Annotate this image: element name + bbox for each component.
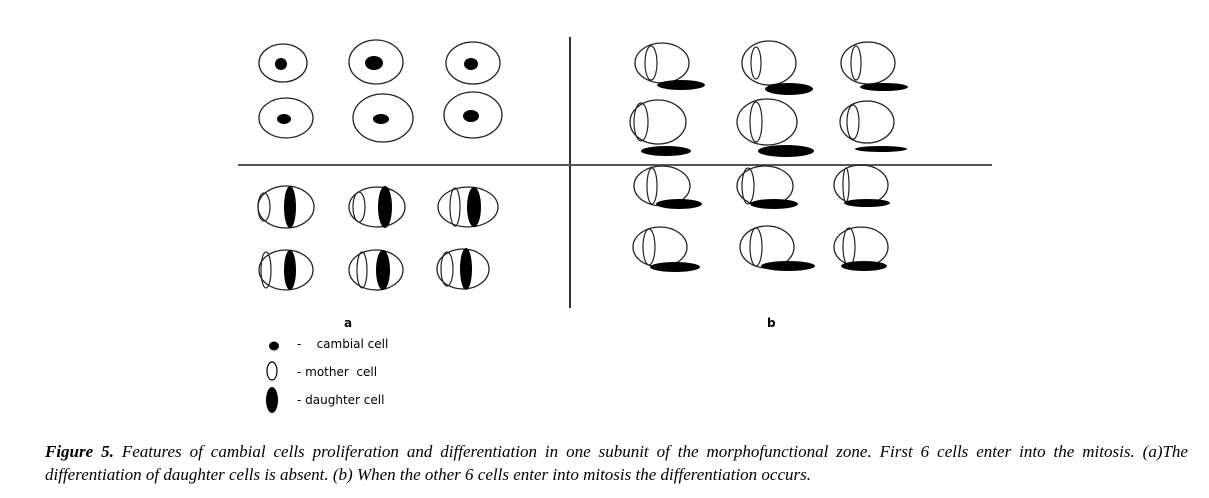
differentiating-cell (840, 41, 896, 85)
cell-diagram: a b - cambial cell - mother cell - daugh… (238, 37, 992, 413)
differentiating-cell (629, 99, 687, 145)
cambial-nucleus (463, 110, 479, 122)
differentiated-daughter-cell (641, 146, 691, 156)
cambial-cell (258, 97, 314, 139)
differentiated-daughter-cell (657, 80, 705, 90)
cambial-cell (258, 43, 308, 83)
mother-cell (257, 192, 271, 222)
daughter-cell (284, 186, 296, 228)
mother-cell-icon (266, 361, 278, 381)
differentiated-daughter-cell (750, 199, 798, 209)
cambial-cell (445, 41, 501, 85)
dividing-cell (258, 249, 314, 291)
differentiating-cell (634, 42, 690, 84)
daughter-cell (467, 187, 481, 227)
differentiated-daughter-cell (765, 83, 813, 95)
daughter-cell-icon (266, 387, 278, 413)
legend: - cambial cell - mother cell - daughter … (266, 337, 388, 413)
cambial-cell (348, 39, 404, 85)
cambial-cell (443, 91, 503, 139)
daughter-cell (376, 250, 390, 290)
differentiating-cell (632, 226, 688, 268)
cambial-nucleus (464, 58, 478, 70)
cambial-nucleus (373, 114, 389, 124)
daughter-cell (378, 186, 392, 228)
mother-cell (850, 45, 862, 81)
mother-cell (749, 227, 763, 267)
cambial-nucleus (365, 56, 383, 70)
differentiated-daughter-cell (761, 261, 815, 271)
mother-cell (449, 187, 461, 227)
mother-cell (846, 104, 860, 140)
caption-label: Figure 5. (45, 442, 114, 461)
mother-cell (440, 251, 454, 287)
mother-cell (633, 102, 649, 142)
dividing-cell (437, 186, 499, 228)
differentiated-daughter-cell (860, 83, 908, 91)
daughter-cell (284, 250, 296, 290)
differentiated-daughter-cell (758, 145, 814, 157)
caption-text: Features of cambial cells proliferation … (45, 442, 1188, 484)
cambial-cell (352, 93, 414, 143)
mother-cell (750, 46, 762, 80)
mother-cell (260, 251, 272, 289)
differentiating-cell (741, 40, 797, 86)
mother-cell (644, 45, 658, 81)
mother-cell (749, 101, 763, 143)
mother-cell (642, 228, 656, 266)
mother-cell (356, 251, 368, 289)
dividing-cell (348, 249, 404, 291)
mother-cell (741, 167, 755, 205)
figure-caption: Figure 5. Features of cambial cells prol… (45, 440, 1188, 486)
mother-cell (842, 227, 856, 267)
differentiating-cell (736, 98, 798, 146)
panel-label-a: a (344, 316, 352, 330)
mother-cell (646, 167, 658, 205)
cambial-cell-icon (269, 341, 279, 351)
differentiated-daughter-cell (844, 199, 890, 207)
mother-cell (352, 191, 366, 223)
differentiating-cell (839, 100, 895, 144)
daughter-cell (460, 248, 472, 290)
legend-label-cambial: - cambial cell (297, 337, 388, 351)
dividing-cell (436, 248, 490, 290)
legend-label-daughter: - daughter cell (297, 393, 384, 407)
cambial-nucleus (275, 58, 287, 70)
dividing-cell (348, 186, 406, 228)
panel-label-b: b (767, 316, 776, 330)
differentiated-daughter-cell (855, 146, 907, 152)
differentiating-cell (833, 164, 889, 206)
differentiated-daughter-cell (841, 261, 887, 271)
differentiating-cell (833, 226, 889, 268)
differentiated-daughter-cell (656, 199, 702, 209)
legend-label-mother: - mother cell (297, 365, 377, 379)
mother-cell (842, 167, 850, 203)
cambial-nucleus (277, 114, 291, 124)
differentiated-daughter-cell (650, 262, 700, 272)
